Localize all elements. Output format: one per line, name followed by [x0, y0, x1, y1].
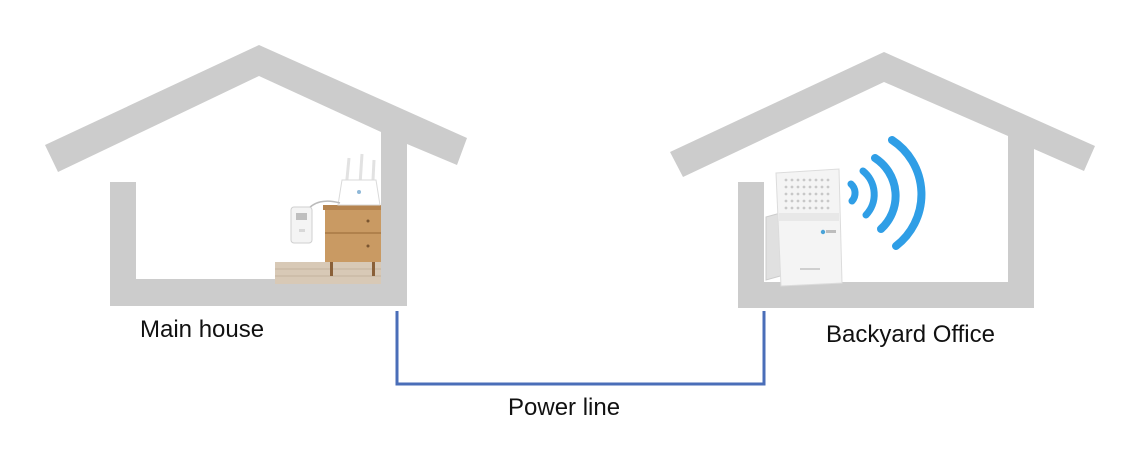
backyard-office	[670, 52, 1095, 308]
wifi-signal-icon	[847, 136, 926, 250]
backyard-office-label: Backyard Office	[826, 321, 995, 348]
floor-icon	[275, 262, 381, 284]
power-line-label: Power line	[508, 394, 621, 421]
cabinet-icon	[323, 205, 381, 276]
main-house	[45, 45, 467, 306]
powerline-adapter-icon	[290, 200, 341, 244]
main-house-outline-icon	[45, 45, 467, 306]
router-icon	[337, 153, 381, 206]
wifi-extender-icon	[765, 168, 843, 287]
main-house-label: Main house	[140, 316, 265, 343]
power-line	[395, 311, 766, 386]
backyard-office-outline-icon	[670, 52, 1095, 308]
